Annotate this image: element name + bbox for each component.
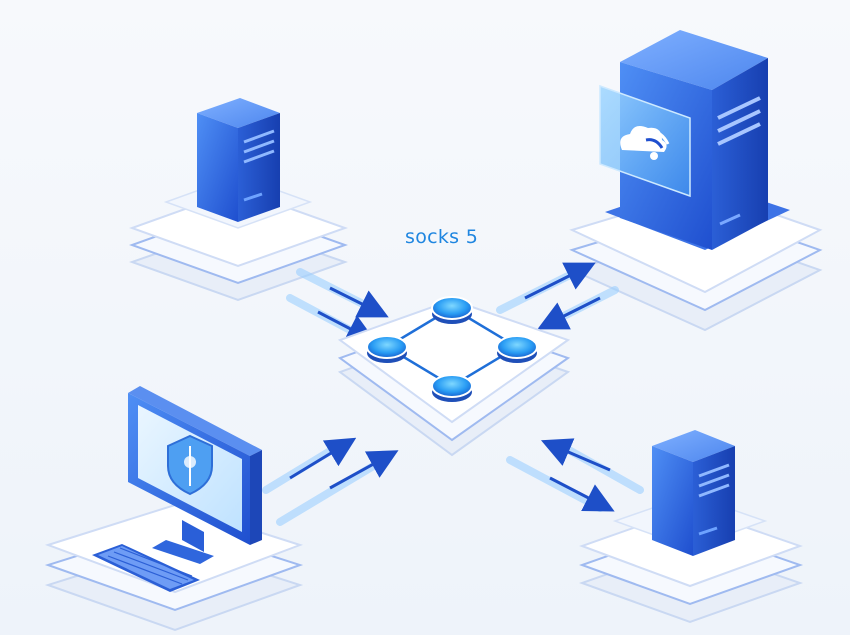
cloud-wifi-icon [599, 84, 691, 198]
cloud-server-top-right [569, 30, 823, 332]
link-client-to-hub [262, 437, 399, 526]
arrow-out-1 [524, 262, 596, 300]
server-icon [197, 98, 280, 222]
hub-node-left [366, 335, 408, 363]
arrow-in-4 [289, 437, 357, 480]
server-top-left [129, 98, 349, 302]
arrow-in-1 [329, 286, 389, 318]
arrow-out-2 [549, 476, 615, 512]
arrow-in-6 [540, 438, 611, 472]
network-hub-icon [366, 296, 538, 402]
hub-node-top [431, 296, 473, 324]
link-top-left-to-hub [286, 268, 389, 343]
connections [262, 262, 644, 526]
link-hub-to-top-right [496, 262, 619, 330]
server-icon [652, 430, 735, 556]
hub-node-right [496, 335, 538, 363]
arrow-in-5 [329, 450, 399, 490]
proxy-hub-center [337, 296, 571, 457]
platform-bottom-left [44, 503, 304, 632]
keyboard-icon [92, 544, 200, 592]
hub-node-bottom [431, 374, 473, 402]
client-computer-bottom-left [44, 386, 304, 632]
protocol-label: socks 5 [405, 226, 479, 248]
link-hub-to-bottom-right [506, 438, 644, 512]
server-bottom-right [579, 430, 804, 624]
shield-icon [167, 434, 213, 496]
arrow-in-3 [537, 296, 601, 330]
